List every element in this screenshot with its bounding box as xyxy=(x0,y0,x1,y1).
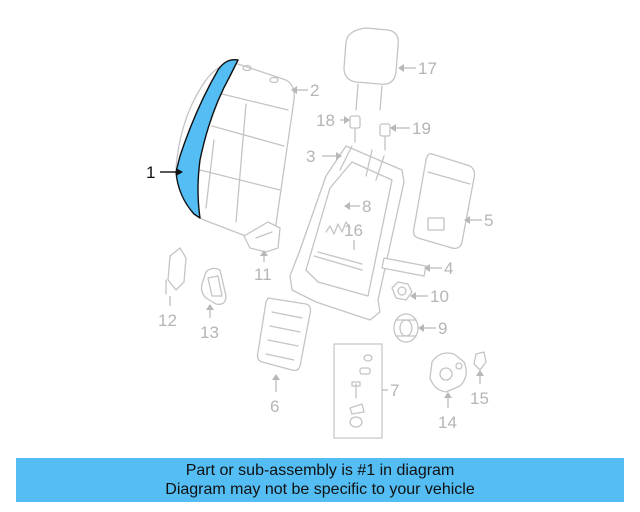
callout-5[interactable]: 5 xyxy=(484,211,493,230)
part-13-cover-plate xyxy=(200,267,227,305)
callout-10[interactable]: 10 xyxy=(430,287,449,306)
part-15-clip xyxy=(473,351,487,371)
callout-19[interactable]: 19 xyxy=(412,119,431,138)
callout-4[interactable]: 4 xyxy=(444,259,453,278)
part-12-hook xyxy=(165,247,187,295)
callout-2[interactable]: 2 xyxy=(310,81,319,100)
part-8-spring xyxy=(325,221,351,235)
banner-line-1: Part or sub-assembly is #1 in diagram xyxy=(185,462,455,479)
callout-14[interactable]: 14 xyxy=(438,413,457,432)
part-17-headrest xyxy=(343,27,399,111)
callout-1[interactable]: 1 xyxy=(146,163,155,182)
part-7-hardware-kit xyxy=(333,343,383,439)
part-16-rod xyxy=(317,251,363,265)
callout-8[interactable]: 8 xyxy=(362,197,371,216)
callout-13[interactable]: 13 xyxy=(200,323,219,342)
part-9-knob xyxy=(393,313,419,343)
part-10-nut xyxy=(391,281,413,301)
part-1-seatback-cover[interactable] xyxy=(175,59,239,219)
callout-11[interactable]: 11 xyxy=(254,265,272,284)
callout-labels: 1 2 3 4 5 6 7 8 9 10 11 12 13 14 15 16 1… xyxy=(146,59,493,432)
callout-18[interactable]: 18 xyxy=(316,111,335,130)
part-18-guide xyxy=(349,115,361,143)
part-19-guide xyxy=(379,123,391,151)
callout-12[interactable]: 12 xyxy=(158,311,177,330)
info-banner: Part or sub-assembly is #1 in diagram Di… xyxy=(16,458,624,502)
part-14-round-cover xyxy=(429,352,467,393)
leader-lines xyxy=(160,64,484,408)
callout-9[interactable]: 9 xyxy=(438,319,447,338)
callout-6[interactable]: 6 xyxy=(270,397,279,416)
callout-3[interactable]: 3 xyxy=(306,147,315,166)
part-4-trim-strip xyxy=(381,257,427,277)
part-11-bracket xyxy=(243,221,281,253)
part-6-lumbar-panel xyxy=(256,297,312,372)
part-3-seatback-frame xyxy=(289,145,405,321)
banner-line-2: Diagram may not be specific to your vehi… xyxy=(165,481,475,498)
callout-7[interactable]: 7 xyxy=(390,381,399,400)
part-5-back-panel xyxy=(412,152,476,250)
callout-15[interactable]: 15 xyxy=(470,389,489,408)
callout-16[interactable]: 16 xyxy=(344,221,363,240)
callout-17[interactable]: 17 xyxy=(418,59,437,78)
